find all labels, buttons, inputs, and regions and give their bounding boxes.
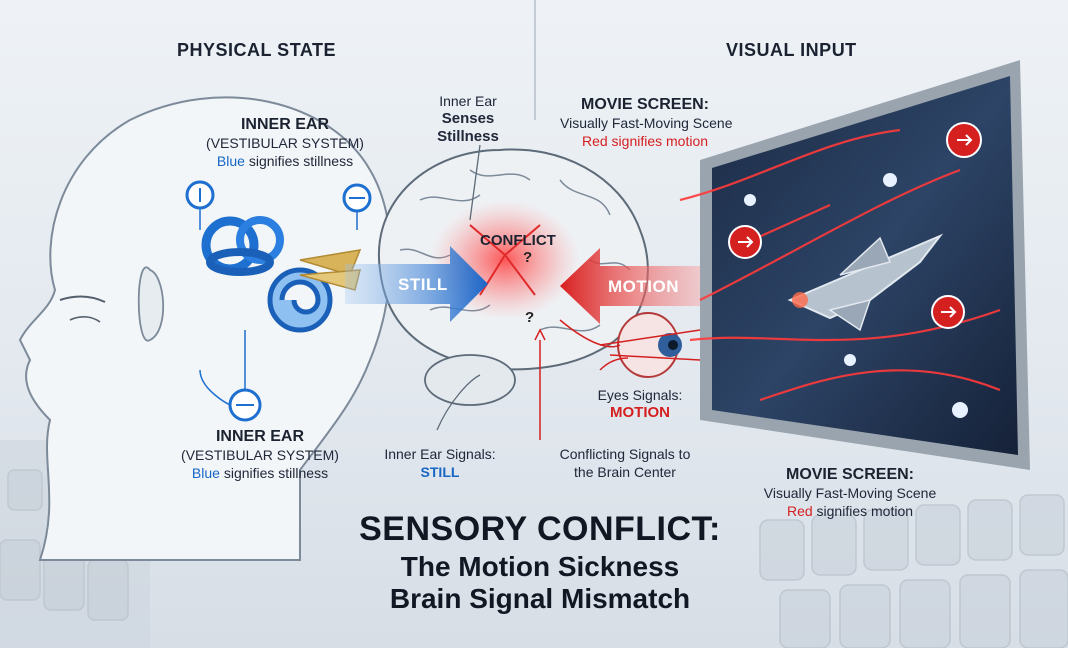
inner-ear-bottom-legend: Blue signifies stillness — [155, 464, 365, 482]
inner-ear-top-subtitle: (VESTIBULAR SYSTEM) — [206, 135, 364, 151]
eye — [69, 316, 101, 323]
callout-inner-ear-signals — [436, 374, 481, 431]
movie-screen-bottom-title: MOVIE SCREEN: — [785, 466, 914, 483]
callout-senses — [469, 144, 481, 221]
eyes-signals-line2: MOTION — [610, 404, 670, 421]
senses-line3: Stillness — [437, 128, 499, 145]
inner-ear-signals-line1: Inner Ear Signals: — [384, 446, 496, 462]
question-mark-2: ? — [525, 309, 534, 326]
eyes-signals-line1: Eyes Signals: — [597, 387, 683, 403]
title-line2: The Motion Sickness — [400, 551, 680, 582]
visual-input-header: VISUAL INPUT — [726, 40, 857, 60]
inner-ear-signals-label: Inner Ear Signals: STILL — [365, 445, 515, 481]
red-word: Red — [786, 503, 813, 519]
inner-ear-top-title: INNER EAR — [240, 116, 329, 133]
theater-seats-right — [759, 494, 1068, 648]
main-title: SENSORY CONFLICT: The Motion Sickness Br… — [330, 510, 750, 615]
inner-ear-signals-line2: STILL — [420, 464, 460, 480]
eye-illustration — [559, 312, 682, 378]
title-line3: Brain Signal Mismatch — [389, 583, 691, 614]
blue-word: Blue — [191, 465, 220, 481]
movie-screen-bottom-label: MOVIE SCREEN: Visually Fast-Moving Scene… — [745, 466, 955, 520]
inner-ear-top-legend: Blue signifies stillness — [185, 152, 385, 170]
movie-screen-top-line2: Visually Fast-Moving Scene — [560, 115, 733, 131]
inner-ear-bottom-label: INNER EAR (VESTIBULAR SYSTEM) Blue signi… — [155, 428, 365, 482]
conflicting-signals-label: Conflicting Signals to the Brain Center — [545, 445, 705, 481]
vestibular-system — [201, 216, 362, 333]
inner-ear-bottom-title: INNER EAR — [215, 428, 304, 445]
blue-word: Blue — [216, 153, 245, 169]
senses-line2: Senses — [441, 110, 495, 127]
conflict-label: CONFLICT — [480, 232, 556, 249]
movie-screen-bottom-line2: Visually Fast-Moving Scene — [763, 485, 937, 501]
ear-outline — [137, 266, 165, 342]
still-arrow — [345, 246, 488, 322]
still-arrow-label: STILL — [398, 275, 448, 294]
head-profile — [18, 96, 392, 561]
physical-state-header: PHYSICAL STATE — [177, 40, 337, 60]
question-mark-1: ? — [523, 249, 532, 266]
movie-screen-top-line3: Red signifies motion — [581, 133, 709, 149]
title-line1: SENSORY CONFLICT: — [359, 510, 721, 548]
spaceship-icon — [787, 233, 944, 332]
eyebrow — [59, 295, 106, 303]
inner-ear-top-label: INNER EAR (VESTIBULAR SYSTEM) Blue signi… — [185, 116, 385, 170]
screen-to-eye-lines — [599, 329, 701, 361]
inner-ear-senses-label: Inner Ear Senses Stillness — [418, 92, 518, 146]
movie-screen — [679, 60, 1030, 470]
legend-rest: signifies stillness — [219, 465, 329, 481]
conflicting-line2: the Brain Center — [574, 464, 676, 480]
motion-arrow-label: MOTION — [608, 277, 679, 296]
eyes-signals-label: Eyes Signals: MOTION — [585, 386, 695, 422]
senses-line1: Inner Ear — [439, 93, 497, 109]
movie-screen-top-title: MOVIE SCREEN: — [580, 96, 709, 113]
movie-screen-top-label: MOVIE SCREEN: Visually Fast-Moving Scene… — [560, 96, 733, 150]
legend-rest: signifies motion — [812, 503, 914, 519]
motion-arrow — [560, 248, 715, 324]
legend-rest: signifies stillness — [244, 153, 354, 169]
conflicting-line1: Conflicting Signals to — [559, 446, 691, 462]
inner-ear-bottom-subtitle: (VESTIBULAR SYSTEM) — [181, 447, 339, 463]
movie-screen-bottom-legend: Red signifies motion — [745, 502, 955, 520]
motion-badge-icons — [728, 122, 982, 329]
